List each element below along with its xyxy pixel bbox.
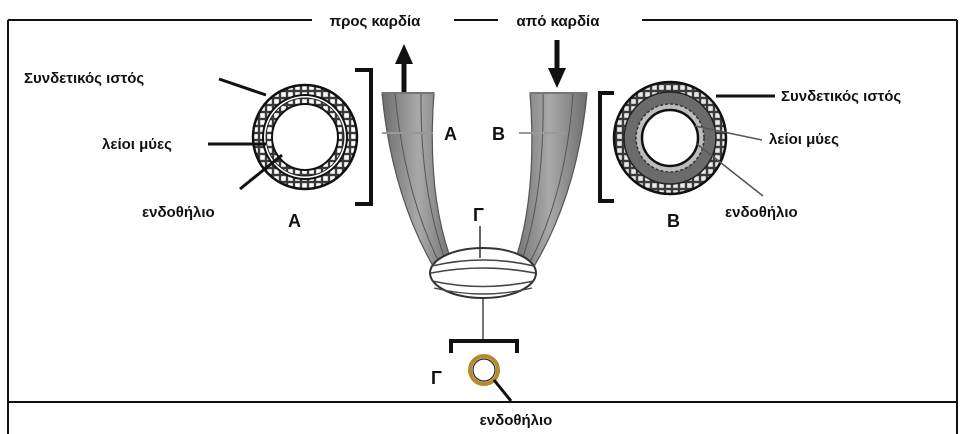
to-heart-label: προς καρδία (330, 13, 422, 30)
vessel-b-endothelium-label: ενδοθήλιο (725, 204, 798, 221)
capillary-label-top: Γ (473, 205, 484, 225)
vessel-a-connective-label: Συνδετικός ιστός (24, 70, 144, 87)
leader-a-connective (219, 79, 266, 95)
arrow-down-icon (548, 40, 566, 88)
vessel-a-endothelium-label: ενδοθήλιο (142, 204, 215, 221)
bracket-g (451, 341, 517, 353)
vessel-b-cross-section (614, 82, 726, 194)
u-vessel (382, 93, 587, 298)
left-leg (382, 93, 455, 278)
capillary-label-bottom: Γ (431, 368, 442, 388)
arrow-up-icon (395, 44, 413, 92)
vessel-b-muscle-label: λείοι μύες (769, 131, 839, 148)
vessel-a-cross-section (253, 85, 357, 189)
leader-g-endothelium (494, 380, 511, 401)
capillary-cross-section (470, 356, 498, 384)
vessel-b-letter: Β (667, 211, 680, 231)
bracket-b (600, 93, 614, 201)
branch-label-a: Α (444, 124, 457, 144)
capillary-endothelium-label: ενδοθήλιο (480, 412, 553, 429)
vessel-a-muscle-label: λείοι μύες (102, 136, 172, 153)
right-leg (512, 93, 587, 278)
vessel-a-letter: Α (288, 211, 301, 231)
vessel-b-connective-label: Συνδετικός ιστός (781, 88, 901, 105)
from-heart-label: από καρδία (517, 13, 601, 30)
branch-label-b: Β (492, 124, 505, 144)
